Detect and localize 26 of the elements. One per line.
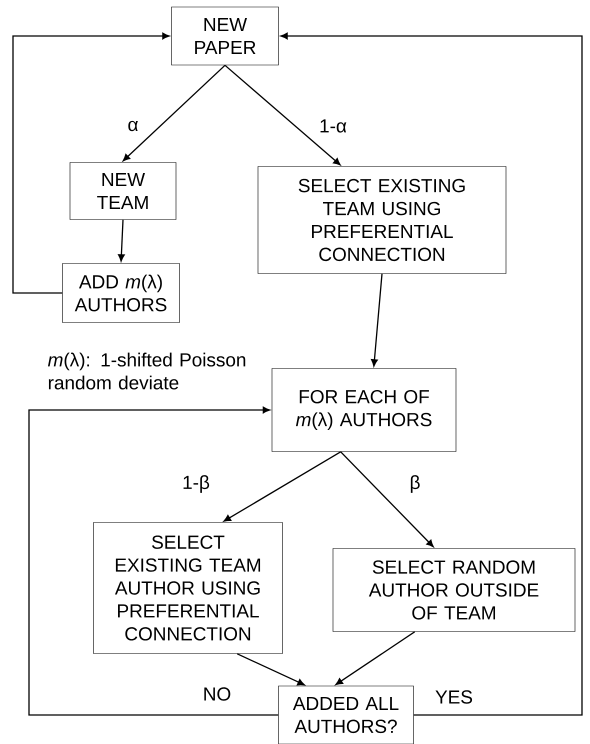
arrow bbox=[12, 32, 170, 294]
edge-label: β bbox=[408, 474, 422, 494]
process-box: SELECT EXISTING TEAM AUTHOR USING PREFERENTIAL CONNECTION bbox=[93, 522, 283, 654]
arrow bbox=[340, 451, 434, 548]
arrow bbox=[224, 451, 342, 522]
process-box: FOR EACH OF m(λ) AUTHORS bbox=[272, 368, 456, 452]
note: m(λ): 1-shifted Poisson random deviate bbox=[48, 352, 246, 390]
edge-label: YES bbox=[434, 689, 474, 705]
arrow bbox=[280, 32, 583, 716]
arrow bbox=[335, 631, 416, 686]
arrow bbox=[28, 406, 278, 716]
arrow bbox=[371, 274, 383, 367]
process-box: ADDED ALL AUTHORS? bbox=[278, 686, 414, 744]
process-box: NEW TEAM bbox=[70, 162, 176, 220]
arrow bbox=[224, 64, 341, 166]
arrow bbox=[118, 220, 125, 262]
arrow bbox=[122, 64, 226, 162]
edge-label: NO bbox=[202, 686, 232, 702]
process-box: ADD m(λ) AUTHORS bbox=[62, 263, 180, 323]
process-box: SELECT EXISTING TEAM USING PREFERENTIAL CONNECTION bbox=[258, 166, 506, 274]
edge-label: 1-α bbox=[318, 118, 348, 134]
edge-label: α bbox=[126, 120, 140, 132]
process-box: NEW PAPER bbox=[171, 6, 279, 66]
edge-label: 1-β bbox=[181, 474, 211, 494]
arrow bbox=[236, 653, 305, 686]
process-box: SELECT RANDOM AUTHOR OUTSIDE OF TEAM bbox=[332, 548, 576, 632]
